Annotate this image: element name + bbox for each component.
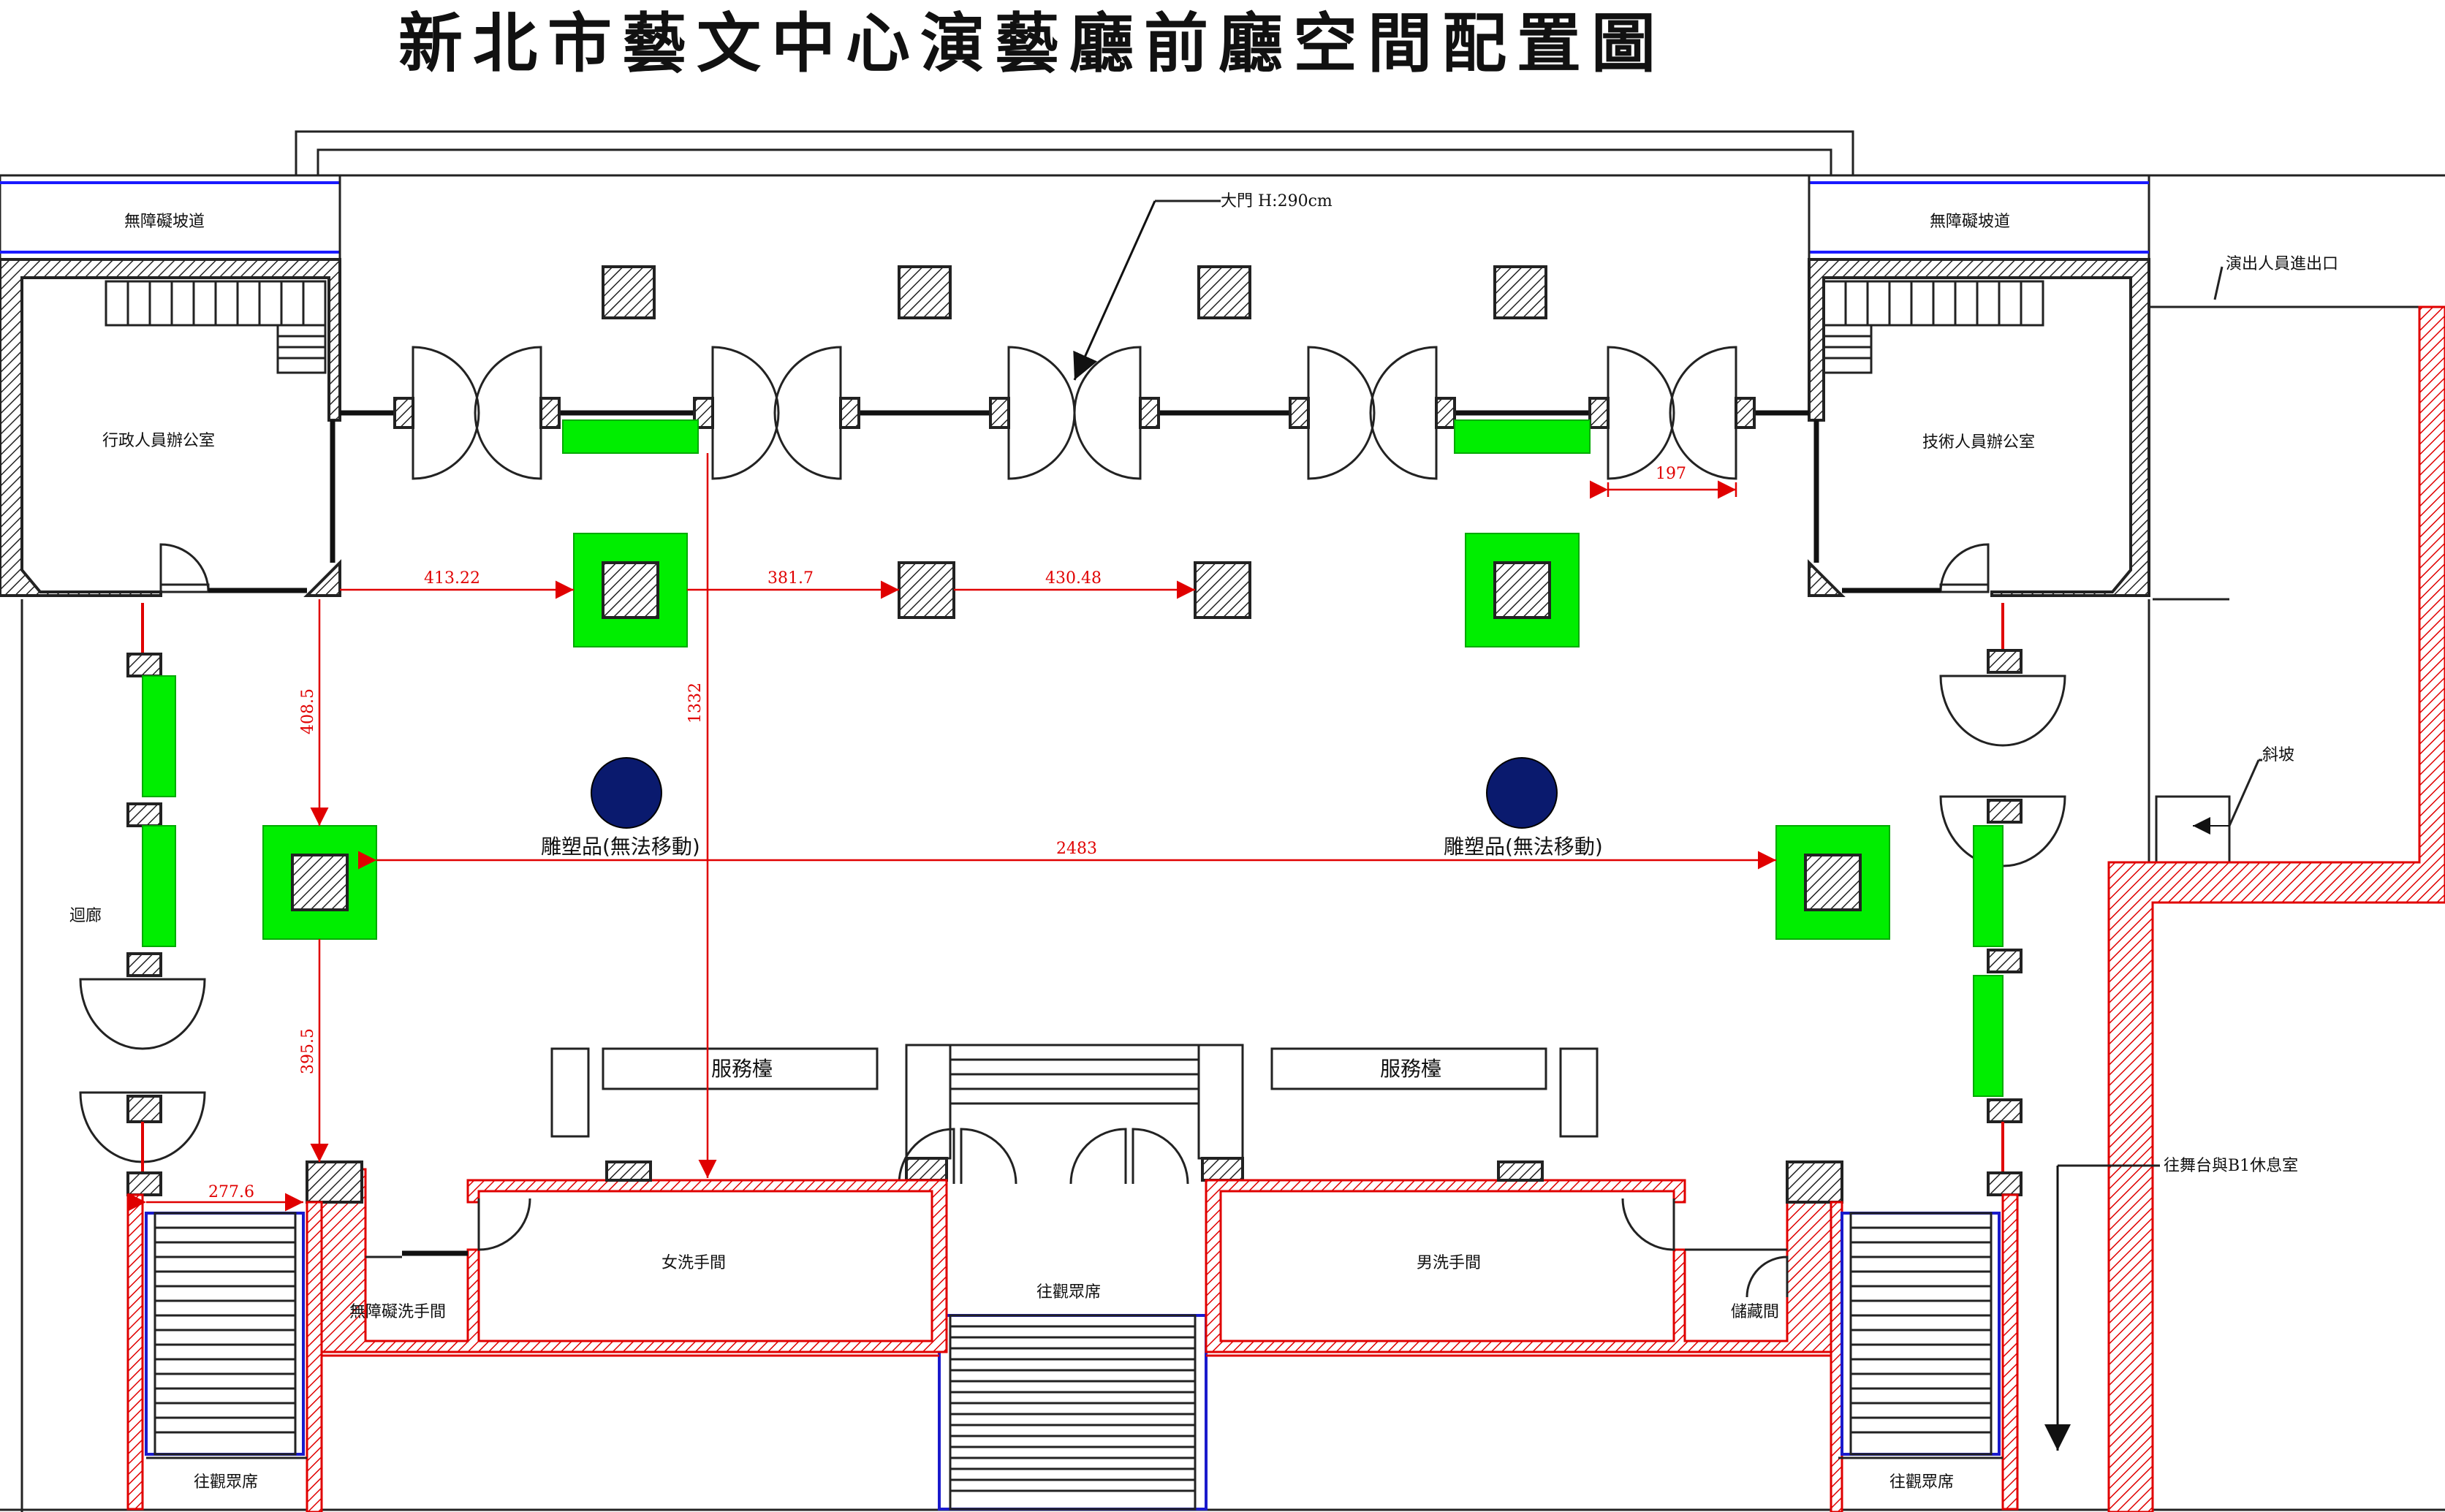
dim-430: 430.48 bbox=[1045, 569, 1102, 588]
office-stairs-right bbox=[1822, 280, 2044, 374]
mens-restroom-label: 男洗手間 bbox=[1417, 1254, 1481, 1272]
dim-413: 413.22 bbox=[424, 569, 480, 588]
dim-2483: 2483 bbox=[1056, 840, 1097, 858]
dim-197: 197 bbox=[1656, 465, 1686, 483]
right-stairs: 往觀眾席 bbox=[1838, 1193, 2019, 1511]
womens-restroom-label: 女洗手間 bbox=[662, 1254, 726, 1272]
slope-callout: 斜坡 bbox=[2193, 746, 2294, 835]
admin-office bbox=[0, 258, 341, 597]
admin-office-label: 行政人員辦公室 bbox=[102, 432, 215, 450]
service-left-label: 服務檯 bbox=[711, 1057, 773, 1081]
tech-office bbox=[1808, 258, 2150, 597]
slope-label: 斜坡 bbox=[2262, 746, 2294, 764]
entrance-columns bbox=[602, 265, 1547, 319]
dim-408: 408.5 bbox=[299, 688, 317, 734]
performer-exit-label: 演出人員進出口 bbox=[2226, 255, 2338, 273]
door-leaves bbox=[412, 346, 1737, 480]
office-stairs-left bbox=[105, 280, 327, 374]
corridor-label: 迴廊 bbox=[69, 907, 102, 925]
dim-1332: 1332 bbox=[686, 683, 705, 723]
main-door-label: 大門 H:290cm bbox=[1221, 192, 1333, 210]
main-door-line bbox=[340, 397, 1809, 429]
to-audience-right-label: 往觀眾席 bbox=[1889, 1473, 1954, 1492]
sculpture bbox=[1486, 757, 1558, 829]
mens-restroom: 男洗手間 儲藏間 bbox=[1205, 1160, 1832, 1353]
performer-exit-callout: 演出人員進出口 bbox=[2213, 255, 2338, 300]
to-stage-arrow: 往舞台與B1休息室 bbox=[2044, 1157, 2298, 1451]
display-panel bbox=[562, 419, 699, 454]
right-corridor bbox=[1939, 603, 2066, 1196]
dim-277: 277.6 bbox=[208, 1183, 254, 1201]
service-right-label: 服務檯 bbox=[1380, 1057, 1441, 1081]
plan-title: 新北市藝文中心演藝廳前廳空間配置圖 bbox=[398, 5, 1666, 81]
main-door-callout: 大門 H:290cm bbox=[1073, 192, 1333, 381]
left-corner-walls bbox=[306, 1160, 1843, 1512]
dim-381: 381.7 bbox=[767, 569, 814, 588]
right-exterior-wall bbox=[2107, 305, 2445, 1512]
left-corridor: 迴廊 bbox=[69, 603, 206, 1196]
sculpture-right-label: 雕塑品(無法移動) bbox=[1444, 835, 1603, 859]
lobby-columns bbox=[262, 533, 1890, 940]
sculpture-left-label: 雕塑品(無法移動) bbox=[541, 835, 700, 859]
to-audience-left-label: 往觀眾席 bbox=[194, 1473, 258, 1492]
to-stage-label: 往舞台與B1休息室 bbox=[2164, 1157, 2298, 1175]
dim-395: 395.5 bbox=[299, 1028, 317, 1074]
sculpture bbox=[591, 757, 662, 829]
storage-label: 儲藏間 bbox=[1731, 1303, 1779, 1321]
accessible-restroom-label: 無障礙洗手間 bbox=[349, 1303, 446, 1321]
left-stairs: 往觀眾席 bbox=[126, 1193, 307, 1511]
ramp-left-label: 無障礙坡道 bbox=[124, 213, 205, 231]
womens-restroom: 女洗手間 無障礙洗手間 bbox=[320, 1160, 948, 1353]
service-counters: 服務檯 服務檯 bbox=[550, 1047, 1599, 1138]
center-entry: 往觀眾席 bbox=[898, 1044, 1244, 1511]
to-audience-center-label: 往觀眾席 bbox=[1036, 1283, 1101, 1302]
ramp-right-label: 無障礙坡道 bbox=[1930, 213, 2010, 231]
tech-office-label: 技術人員辦公室 bbox=[1922, 433, 2035, 452]
dimensions: 197 413.22 381.7 430.48 408.5 1332 2483 … bbox=[128, 453, 1776, 1212]
display-panel bbox=[1454, 419, 1591, 454]
